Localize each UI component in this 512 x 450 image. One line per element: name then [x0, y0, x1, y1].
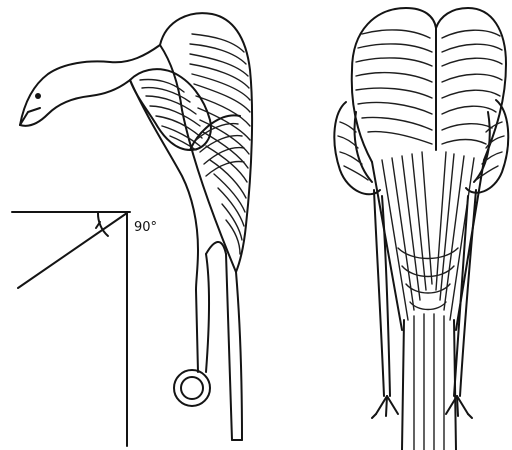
body-front-outline — [130, 80, 198, 290]
angle-label: 90° — [134, 220, 157, 235]
bird-neck-top-outline — [20, 45, 160, 125]
back-hatching-left — [356, 30, 432, 144]
leg-joint — [206, 242, 226, 254]
leg-ring-inner — [181, 377, 203, 399]
angle-reference: 90° — [12, 212, 157, 446]
diagonal-reference-line — [18, 213, 127, 288]
bird-eye — [35, 93, 41, 99]
foot-left-icon — [372, 396, 398, 418]
wing-feather-hatching — [190, 34, 250, 254]
leg-ring-outer — [174, 370, 210, 406]
leg-back-line — [206, 254, 209, 372]
back-view-bird — [334, 8, 508, 450]
foot-right-icon — [446, 396, 472, 418]
tail-feather-right — [236, 272, 242, 440]
tail-feather-left — [226, 254, 232, 440]
tail-shafts — [402, 314, 456, 450]
leg-front-line — [196, 290, 198, 372]
